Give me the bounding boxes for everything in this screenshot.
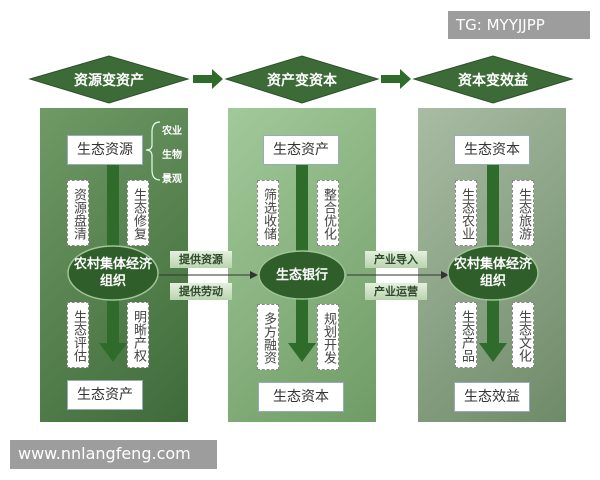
flow-label: 提供资源 <box>170 251 232 268</box>
stage-2-diamond <box>224 55 380 104</box>
stage-1-center: 农村集体经济组织 <box>73 257 152 289</box>
arrow-down-icon <box>99 343 127 362</box>
arrow-down-icon <box>479 343 507 362</box>
side-label: 景观 <box>162 174 182 185</box>
stage-1-bottom-box: 生态资产 <box>67 380 143 410</box>
stage-1-left-lower: 生态评估 <box>67 302 89 368</box>
stage-3-left-lower: 生态产品 <box>455 302 477 368</box>
stage-3-center: 农村集体经济组织 <box>453 257 532 289</box>
side-label: 农业 <box>162 126 182 137</box>
stage-1-title: 资源变资产 <box>74 73 144 89</box>
stage-3-right-lower: 生态文化 <box>512 302 534 368</box>
stage-2-left-upper: 筛选收储 <box>257 180 279 246</box>
stage-1-diamond <box>28 55 190 104</box>
side-label: 生物 <box>162 150 182 161</box>
flow-label: 产业运营 <box>365 283 427 300</box>
flow-label: 提供劳动 <box>170 283 232 300</box>
arrow-right-icon <box>250 271 258 279</box>
center-ellipse <box>67 245 159 301</box>
stage-3-bottom-box: 生态效益 <box>454 382 530 412</box>
stage-2-center: 生态银行 <box>275 268 328 283</box>
stage-2-right-upper: 整合优化 <box>317 180 339 246</box>
stage-3-right-upper: 生态旅游 <box>512 180 534 246</box>
stage-1-right-upper: 生态修复 <box>127 180 149 246</box>
stage-3-title: 资本变效益 <box>458 73 528 89</box>
center-ellipse <box>258 250 346 300</box>
stage-1-right-lower: 明晰产权 <box>127 302 149 368</box>
arrow-right-icon <box>193 69 223 89</box>
stage-3-top-box: 生态资本 <box>454 135 530 165</box>
flow-label: 产业导入 <box>365 251 427 268</box>
brace-icon <box>145 121 161 181</box>
stage-3-diamond <box>412 55 574 104</box>
arrow-right-icon <box>381 69 411 89</box>
center-ellipse <box>447 245 539 301</box>
stage-2-bottom-box: 生态资本 <box>258 382 344 412</box>
stage-2-left-lower: 多方融资 <box>257 304 279 370</box>
arrow-right-icon <box>441 271 449 279</box>
stage-1-top-box: 生态资源 <box>67 135 143 165</box>
stage-3-left-upper: 生态农业 <box>455 180 477 246</box>
stage-2-top-box: 生态资产 <box>263 135 339 165</box>
watermark-bottom: www.nnlangfeng.com <box>10 440 217 469</box>
stage-2-title: 资产变资本 <box>267 73 337 89</box>
watermark-top: TG: MYYJJPP <box>448 11 590 39</box>
stage-1-left-upper: 资源盘清 <box>67 180 89 246</box>
stage-2-right-lower: 规划开发 <box>317 304 339 370</box>
arrow-down-icon <box>288 343 316 362</box>
